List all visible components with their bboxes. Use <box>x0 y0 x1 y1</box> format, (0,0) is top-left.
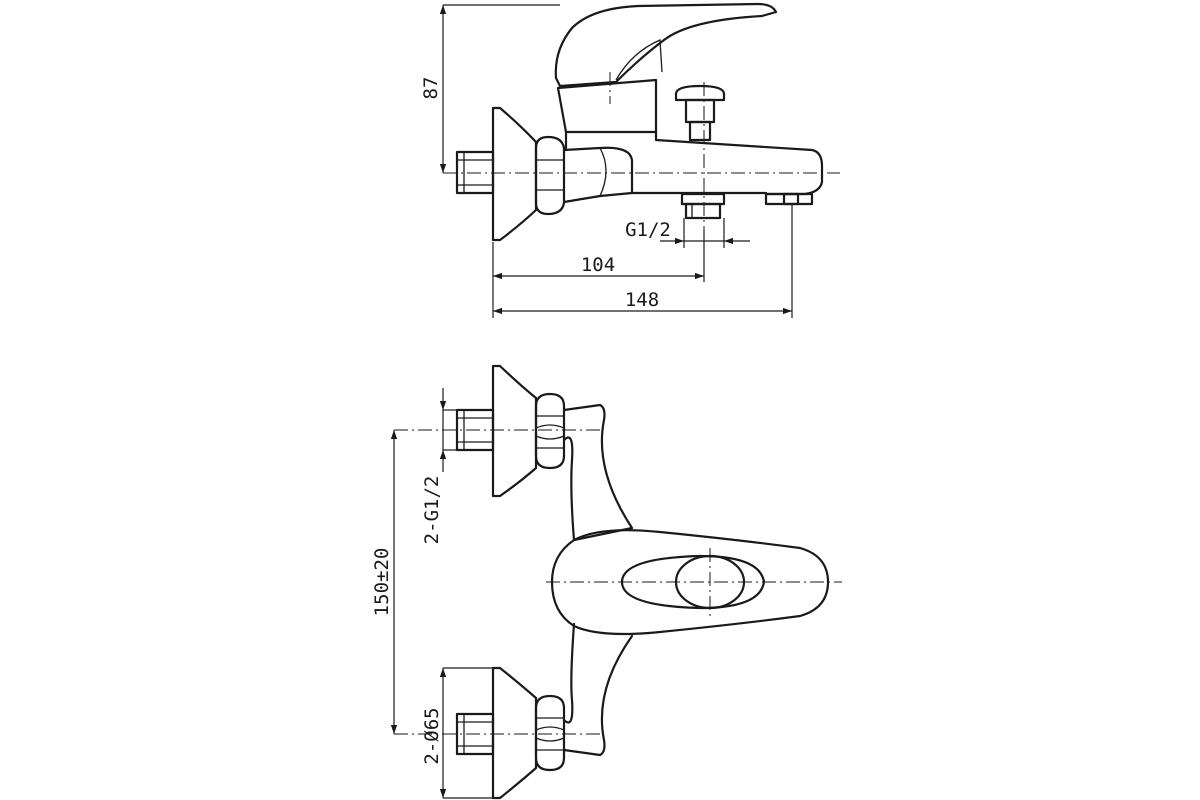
side-diverter-knob <box>674 84 726 142</box>
side-connector <box>562 146 634 204</box>
top-upper-flange <box>491 364 538 498</box>
dim-flange-diameter-label: 2-Ø65 <box>421 707 443 764</box>
dim-overall-length: 148 <box>493 204 793 318</box>
side-hex-nut <box>534 135 566 216</box>
side-lever-handle <box>554 2 778 88</box>
side-shower-outlet <box>764 192 814 206</box>
dim-overall-length-label: 148 <box>625 289 659 311</box>
side-cartridge <box>556 78 658 134</box>
dim-inlet-spacing: 150±20 <box>371 430 398 734</box>
dim-outlet-offset: 104 <box>492 230 705 318</box>
side-view: 87 G1/2 104 148 <box>420 2 840 318</box>
dim-height-label: 87 <box>420 77 442 100</box>
top-upper-hex-nut <box>534 392 566 470</box>
side-outlet-nozzle <box>680 192 726 220</box>
top-mixer-arm <box>562 403 634 757</box>
top-central-body <box>550 538 576 628</box>
top-lower-hex-nut <box>534 694 566 772</box>
dim-outlet-thread-label: G1/2 <box>625 219 671 241</box>
dim-inlet-spacing-label: 150±20 <box>371 548 393 617</box>
dim-inlet-thread-label: 2-G1/2 <box>421 476 443 545</box>
dim-outlet-thread: G1/2 <box>625 218 750 248</box>
dim-flange-diameter: 2-Ø65 <box>421 667 493 799</box>
dim-inlet-thread: 2-G1/2 <box>421 388 457 544</box>
dim-outlet-offset-label: 104 <box>581 254 615 276</box>
top-view: 2-G1/2 150±20 2-Ø65 <box>371 364 842 800</box>
dim-height: 87 <box>420 4 560 173</box>
top-lower-flange <box>491 666 538 800</box>
side-wall-flange <box>491 106 538 242</box>
